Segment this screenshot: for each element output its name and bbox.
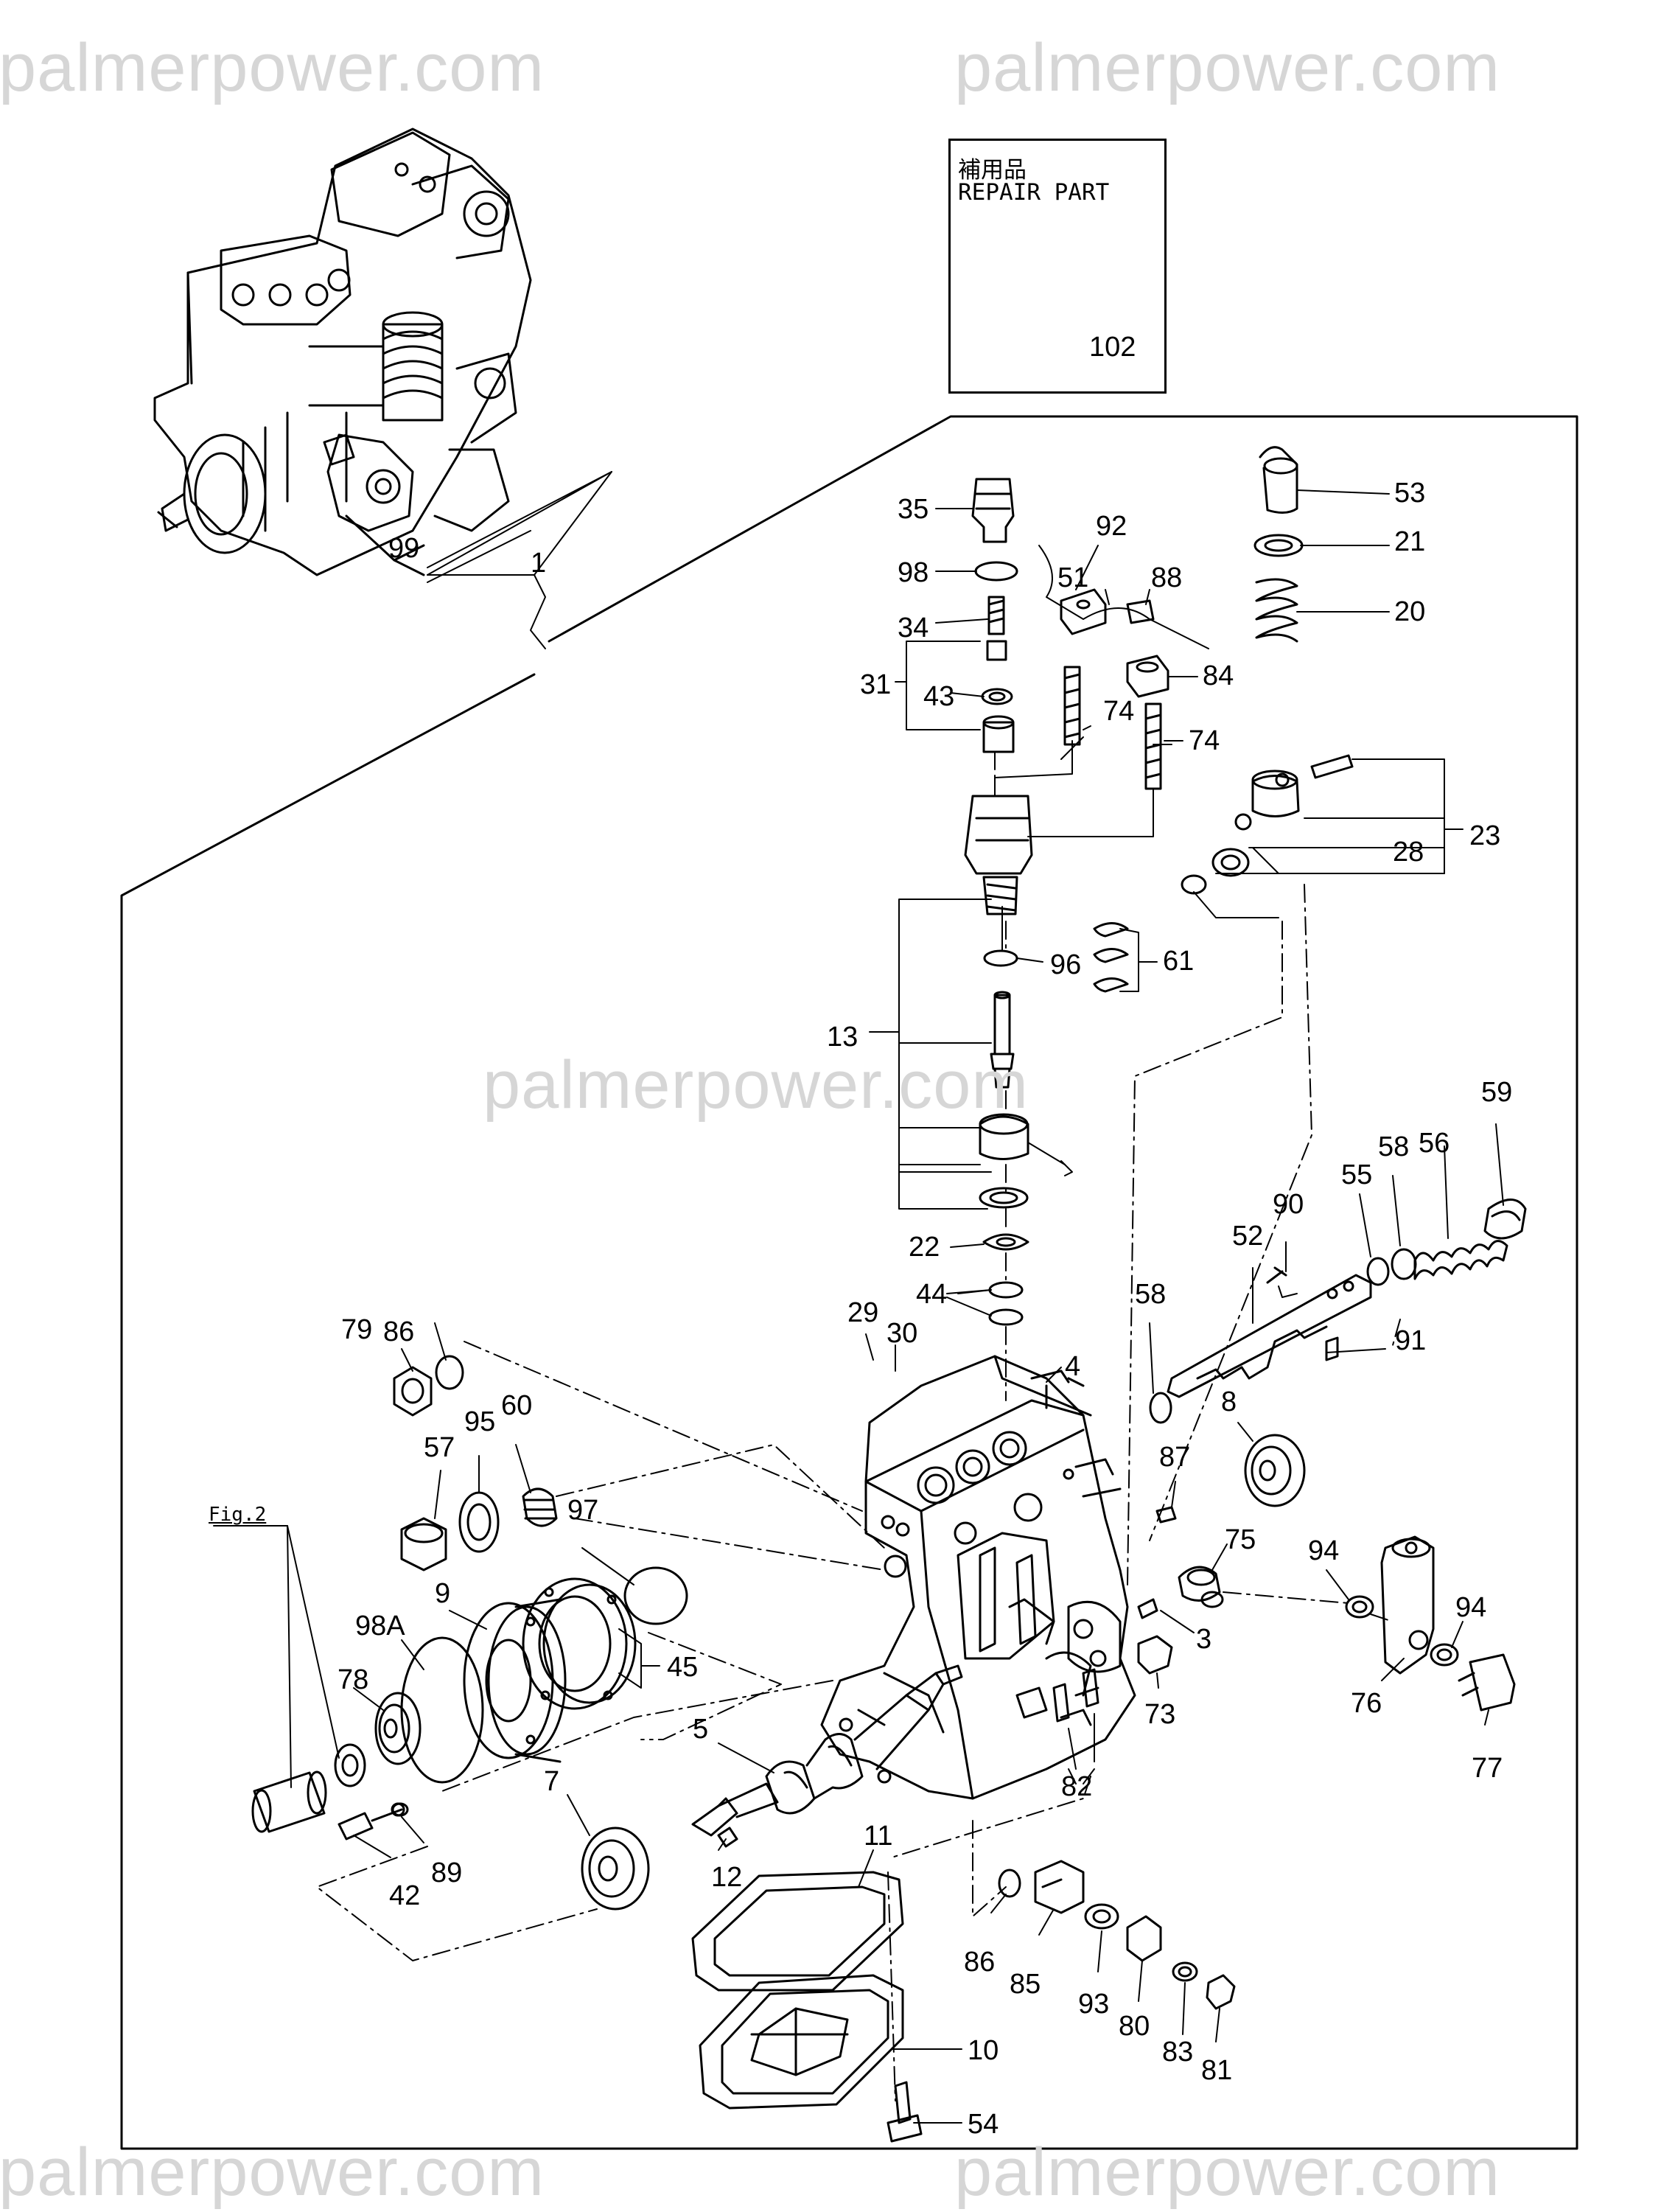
part-label: 8 [1221,1386,1237,1417]
part-label: 97 [567,1495,599,1526]
part-label: 75 [1225,1524,1256,1555]
part-label: 12 [711,1862,743,1893]
part-label: 92 [1096,511,1127,542]
repair-part-label-en: REPAIR PART [958,179,1110,206]
part-label: 59 [1481,1077,1513,1108]
part-label: 21 [1394,526,1426,557]
part-label: 76 [1351,1688,1382,1719]
part-label: 77 [1472,1753,1503,1784]
part-label: 58 [1378,1131,1410,1162]
part-label: 20 [1394,596,1426,627]
part-label: 43 [923,681,955,712]
part-label: 73 [1144,1699,1176,1730]
assembled-pump-illustration [153,128,532,576]
part-label: 30 [887,1318,918,1349]
delivery-valve-stack [964,478,1033,915]
part-label: 96 [1050,949,1082,980]
part-label: 54 [968,2109,999,2140]
watermark-bottom-left: palmerpower.com [0,2135,545,2210]
pump-housing [820,1355,1136,1800]
watermark-top-left: palmerpower.com [0,30,545,105]
watermark-bottom-right: palmerpower.com [954,2135,1501,2210]
part-label: 74 [1103,696,1135,727]
part-label: 57 [424,1432,455,1463]
part-label: 94 [1308,1535,1340,1566]
part-label: 74 [1189,725,1220,756]
part-label: 88 [1151,562,1183,593]
watermark-center: palmerpower.com [483,1047,1029,1123]
part-label: 90 [1273,1189,1304,1220]
part-label: 99 [388,533,420,564]
part-label: 28 [1393,837,1424,868]
part-label: 44 [916,1279,948,1310]
part-label: 86 [383,1316,415,1347]
part-label: 94 [1455,1592,1487,1623]
part-label: 84 [1203,660,1234,691]
part-label: 91 [1395,1325,1427,1356]
part-label: 55 [1341,1159,1373,1190]
part-label: 86 [964,1947,996,1978]
repair-part-label-jp: 補用品 [958,157,1027,184]
part-label: 7 [544,1766,560,1797]
part-label: 56 [1419,1128,1450,1159]
part-label: 82 [1061,1771,1093,1802]
part-label: 80 [1119,2011,1150,2042]
part-label: 13 [827,1022,859,1053]
part-label: 85 [1010,1969,1041,2000]
part-label: 11 [864,1821,893,1852]
part-label: 4 [1065,1351,1081,1382]
part-label: 29 [847,1297,879,1328]
part-label: 42 [389,1880,421,1911]
part-label: 1 [531,548,547,579]
part-label: 51 [1057,562,1089,593]
part-label: 81 [1201,2055,1233,2086]
part-label: 61 [1163,946,1195,977]
part-label: 53 [1394,478,1426,509]
part-label: 95 [464,1406,496,1437]
repair-part-box: 補用品 REPAIR PART [948,139,1167,394]
part-label: 89 [431,1857,463,1888]
part-label: 78 [338,1664,369,1695]
part-label: 35 [898,494,929,525]
part-label: 45 [667,1652,699,1683]
watermark-top-right: palmerpower.com [954,30,1501,105]
figure-reference: Fig.2 [209,1504,267,1526]
assembly-outline-box [120,415,1578,2150]
part-label: 5 [693,1714,709,1745]
part-label: 9 [435,1578,451,1609]
part-label: 3 [1196,1624,1212,1655]
part-label: 10 [968,2035,999,2066]
part-label: 87 [1159,1442,1191,1473]
part-label: 98A [355,1611,405,1641]
part-label: 31 [860,669,892,700]
part-label: 60 [501,1390,533,1421]
part-label: 52 [1232,1221,1264,1252]
part-label-102: 102 [1089,332,1136,363]
part-label: 79 [341,1314,373,1345]
part-label: 23 [1469,820,1501,851]
part-label: 93 [1078,1989,1110,2020]
part-label: 83 [1162,2037,1194,2068]
camshaft [691,1664,963,1837]
part-label: 22 [909,1232,940,1263]
part-label: 98 [898,557,929,588]
part-label: 34 [898,613,929,643]
part-label: 58 [1135,1279,1167,1310]
